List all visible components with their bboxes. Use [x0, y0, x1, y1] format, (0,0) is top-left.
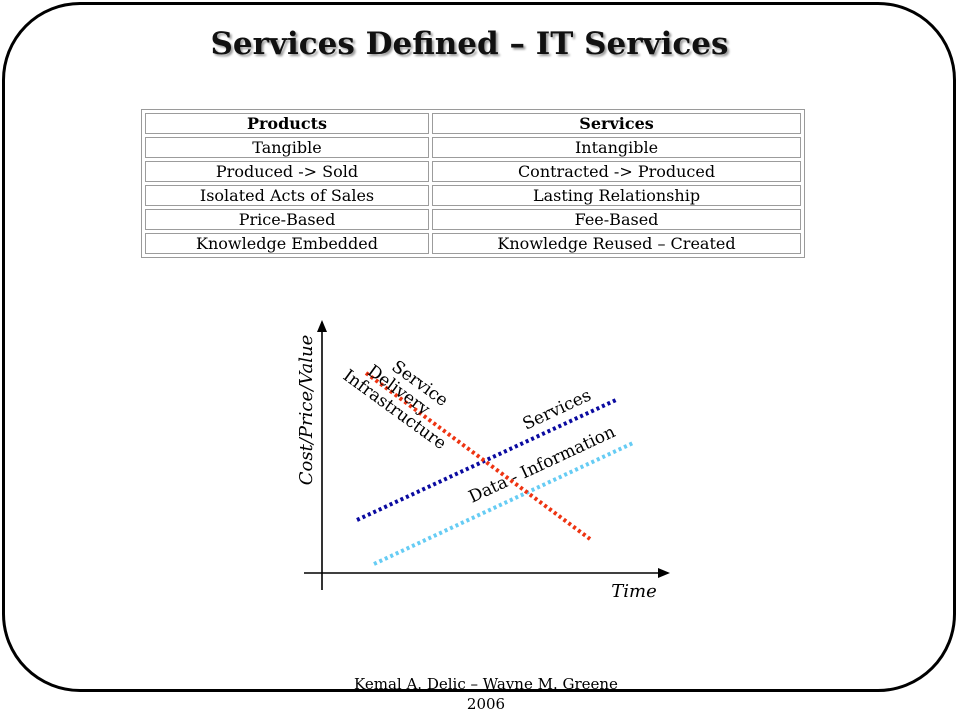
header-products: Products	[145, 113, 430, 134]
table-cell: Intangible	[432, 137, 801, 158]
comparison-table: Products Services Tangible Intangible Pr…	[141, 109, 805, 258]
header-services: Services	[432, 113, 801, 134]
infrastructure-label: Service Delivery Infrastructure	[339, 357, 452, 454]
table-header-row: Products Services	[145, 113, 801, 134]
table-row: Price-Based Fee-Based	[145, 209, 801, 230]
slide-frame	[2, 2, 956, 692]
table-cell: Knowledge Reused – Created	[432, 233, 801, 254]
table-row: Tangible Intangible	[145, 137, 801, 158]
table-cell: Contracted -> Produced	[432, 161, 801, 182]
infrastructure-line	[364, 371, 592, 541]
footer-authors: Kemal A. Delic – Wayne M. Greene	[354, 675, 618, 693]
footer-year: 2006	[466, 695, 506, 713]
data-information-line	[373, 441, 634, 566]
y-axis-label: Cost/Price/Value	[296, 335, 317, 486]
x-axis-label: Time	[611, 581, 656, 602]
data-information-line-label: Data - Information	[466, 422, 619, 507]
table-row: Knowledge Embedded Knowledge Reused – Cr…	[145, 233, 801, 254]
table-cell: Knowledge Embedded	[145, 233, 430, 254]
table-cell: Price-Based	[145, 209, 430, 230]
table-cell: Tangible	[145, 137, 430, 158]
table-row: Isolated Acts of Sales Lasting Relations…	[145, 185, 801, 206]
slide-title: Services Defined – IT Services	[210, 26, 729, 62]
table-cell: Lasting Relationship	[432, 185, 801, 206]
table-cell: Fee-Based	[432, 209, 801, 230]
services-line-label: Services	[520, 385, 595, 434]
table-row: Produced -> Sold Contracted -> Produced	[145, 161, 801, 182]
table-cell: Produced -> Sold	[145, 161, 430, 182]
table-cell: Isolated Acts of Sales	[145, 185, 430, 206]
